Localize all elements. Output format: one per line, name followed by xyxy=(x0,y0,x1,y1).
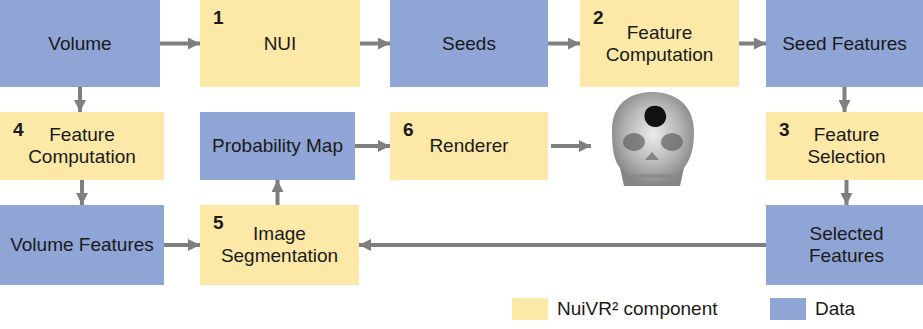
flow-arrow xyxy=(160,42,200,46)
flow-arrow xyxy=(845,180,849,205)
step-number: 6 xyxy=(403,119,414,141)
component-box: 4Feature Computation xyxy=(0,112,164,180)
legend-label: NuiVR² component xyxy=(557,298,718,320)
step-number: 1 xyxy=(213,7,224,29)
flow-arrow xyxy=(843,87,847,112)
step-number: 2 xyxy=(593,7,604,29)
box-label: Seeds xyxy=(432,33,506,55)
box-label: Feature Computation xyxy=(0,124,164,168)
flow-arrow xyxy=(78,87,82,112)
flow-arrow xyxy=(548,42,580,46)
legend-swatch xyxy=(512,298,548,320)
flow-arrow xyxy=(355,144,390,148)
box-label: Feature Selection xyxy=(766,124,923,168)
data-box: Seeds xyxy=(390,0,548,87)
flow-arrow xyxy=(360,42,390,46)
box-label: Selected Features xyxy=(766,223,923,267)
box-label: Seed Features xyxy=(772,33,917,55)
step-number: 5 xyxy=(213,212,224,234)
box-label: Feature Computation xyxy=(580,22,739,66)
component-box: 3Feature Selection xyxy=(766,112,923,180)
box-label: Volume Features xyxy=(0,234,164,256)
component-box: 6Renderer xyxy=(390,112,548,180)
component-box: 5Image Segmentation xyxy=(200,205,359,285)
skull-rendering xyxy=(612,92,694,186)
box-label: Renderer xyxy=(419,135,518,157)
step-number: 4 xyxy=(13,119,24,141)
box-label: Image Segmentation xyxy=(200,223,359,267)
step-number: 3 xyxy=(779,119,790,141)
legend-item: NuiVR² component xyxy=(512,298,718,320)
legend-label: Data xyxy=(815,298,855,320)
flow-arrow xyxy=(359,243,766,247)
render-arrow xyxy=(551,144,591,148)
data-box: Probability Map xyxy=(200,112,355,180)
flow-arrow xyxy=(164,243,200,247)
data-box: Seed Features xyxy=(766,0,923,87)
flow-arrow xyxy=(739,42,766,46)
data-box: Selected Features xyxy=(766,205,923,285)
flow-arrow xyxy=(276,180,280,205)
component-box: 1NUI xyxy=(200,0,360,87)
component-box: 2Feature Computation xyxy=(580,0,739,87)
flow-arrow xyxy=(80,180,84,205)
legend-item: Data xyxy=(770,298,855,320)
data-box: Volume xyxy=(0,0,160,87)
box-label: Probability Map xyxy=(202,135,353,157)
box-label: NUI xyxy=(254,33,307,55)
box-label: Volume xyxy=(38,33,121,55)
data-box: Volume Features xyxy=(0,205,164,285)
legend-swatch xyxy=(770,298,806,320)
